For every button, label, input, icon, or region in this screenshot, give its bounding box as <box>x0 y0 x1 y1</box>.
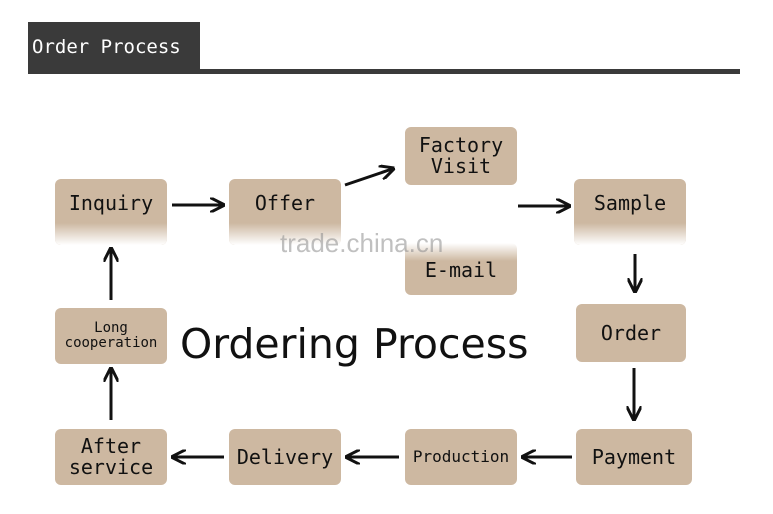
section-header-rule <box>28 69 740 74</box>
node-delivery: Delivery <box>229 429 341 485</box>
node-offer: Offer <box>229 179 341 245</box>
node-email: E-mail <box>405 243 517 295</box>
node-production: Production <box>405 429 517 485</box>
node-inquiry: Inquiry <box>55 179 167 245</box>
node-factory-visit: Factory Visit <box>405 127 517 185</box>
node-sample: Sample <box>574 179 686 245</box>
section-header-title: Order Process <box>28 22 200 72</box>
node-long-cooperation: Long cooperation <box>55 308 167 364</box>
node-payment: Payment <box>576 429 692 485</box>
node-order: Order <box>576 304 686 362</box>
arrow-offer-to-factory-visit <box>344 169 392 187</box>
diagram-title: Ordering Process <box>180 320 529 368</box>
watermark-text: trade.china.cn <box>280 228 444 258</box>
node-after-service: After service <box>55 429 167 485</box>
